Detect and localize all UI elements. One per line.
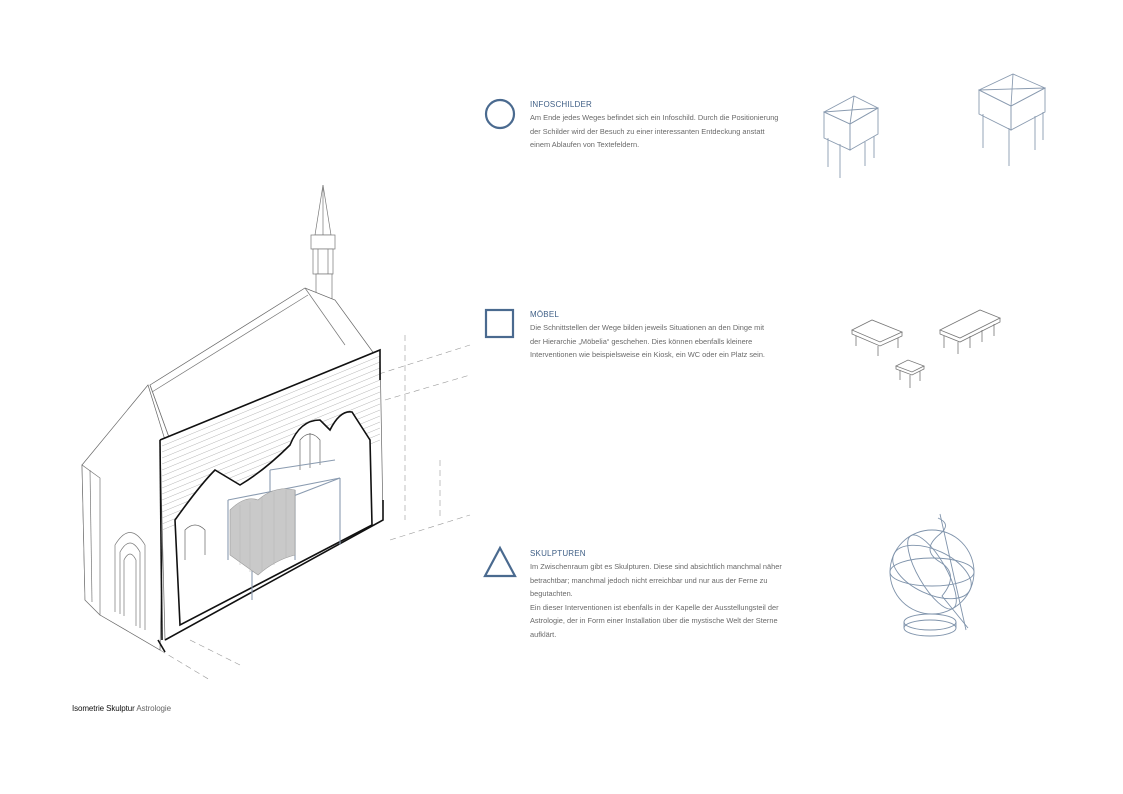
section-title-infoschilder: INFOSCHILDER: [530, 100, 592, 109]
armillary-sphere-sketch: [889, 513, 975, 637]
section-title-skulpturen: SKULPTUREN: [530, 549, 586, 558]
caption-label: Isometrie Skulptur: [72, 704, 135, 713]
infoschild-small-sketch: [822, 95, 879, 178]
furniture-sketch: [851, 309, 1001, 388]
drawing-caption: Isometrie Skulptur Astrologie: [72, 704, 171, 713]
section-body-moebel: Die Schnittstellen der Wege bilden jewei…: [530, 323, 765, 360]
caption-highlight: Astrologie: [136, 704, 171, 713]
section-title-moebel: MÖBEL: [530, 310, 560, 319]
infoschild-large-sketch: [977, 73, 1047, 166]
chapel-isometric-drawing: [81, 184, 471, 681]
circle-icon: [484, 98, 516, 130]
section-body-skulpturen: Im Zwischenraum gibt es Skulpturen. Dies…: [530, 562, 782, 639]
square-icon: [484, 308, 515, 339]
section-body-infoschilder: Am Ende jedes Weges befindet sich ein In…: [530, 113, 779, 150]
triangle-icon: [483, 545, 517, 578]
